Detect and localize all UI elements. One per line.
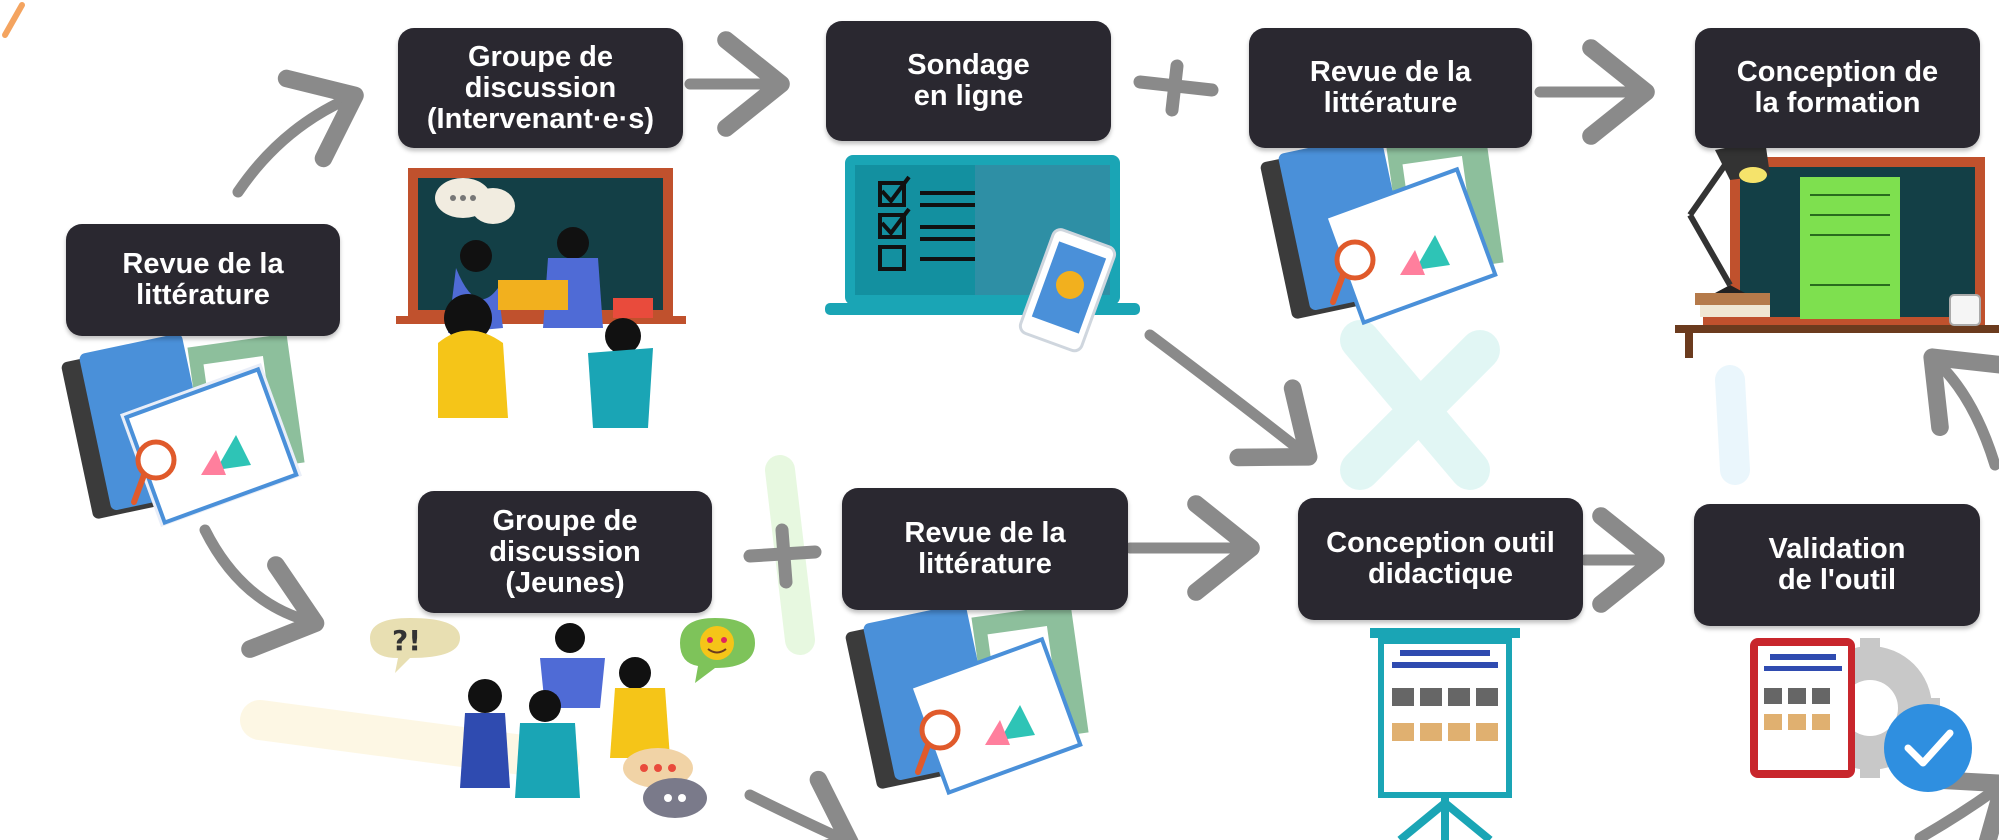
step-lit-review-bottom: Revue de la littérature: [842, 488, 1128, 610]
classroom-discussion-icon: [396, 168, 686, 428]
arrow-start-to-workers: [232, 69, 364, 198]
step-lit-review-start: Revue de la littérature: [66, 224, 340, 336]
step-lit-review-top: Revue de la littérature: [1249, 28, 1532, 148]
plus-connector-top: [1133, 59, 1219, 117]
svg-text:?!: ?!: [392, 624, 421, 657]
step-label: Validation de l'outil: [1768, 533, 1906, 596]
step-label: Sondage en ligne: [907, 49, 1030, 112]
step-training-design: Conception de la formation: [1695, 28, 1980, 148]
step-label: Revue de la littérature: [1309, 56, 1472, 119]
books-magnifier-icon: [61, 333, 305, 528]
step-focus-group-youth: Groupe de discussion (Jeunes): [418, 491, 712, 613]
arrow-bottom-curve-right: [1914, 770, 1999, 840]
corner-stroke: [2, 2, 25, 38]
step-label: Conception outil didactique: [1326, 527, 1555, 590]
laptop-checklist-icon: [825, 155, 1140, 353]
step-focus-group-workers: Groupe de discussion (Intervenant·e·s): [398, 28, 683, 148]
arrow-start-to-youth: [199, 524, 325, 658]
step-label: Groupe de discussion (Jeunes): [489, 504, 641, 599]
booklet-gear-check-icon: [1750, 638, 1972, 792]
step-label: Conception de la formation: [1736, 56, 1939, 119]
step-label: Groupe de discussion (Intervenant·e·s): [426, 40, 655, 135]
books-magnifier-icon: [1260, 133, 1504, 326]
step-label: Revue de la littérature: [122, 248, 284, 311]
books-magnifier-icon: [845, 603, 1089, 796]
step-tool-design: Conception outil didactique: [1298, 498, 1583, 620]
youth-group-discussion-icon: ?!: [370, 618, 755, 818]
arrow-bottom-curve-left: [744, 770, 859, 840]
arrow-validation-to-training: [1923, 348, 1999, 471]
plus-connector-bottom: [743, 523, 822, 589]
step-online-survey: Sondage en ligne: [826, 21, 1111, 141]
step-tool-validation: Validation de l'outil: [1694, 504, 1980, 626]
desk-lamp-blackboard-icon: [1675, 140, 1999, 358]
easel-poster-icon: [1370, 628, 1520, 840]
step-label: Revue de la littérature: [904, 517, 1066, 580]
arrow-survey-to-tooldesign: [1144, 329, 1318, 467]
